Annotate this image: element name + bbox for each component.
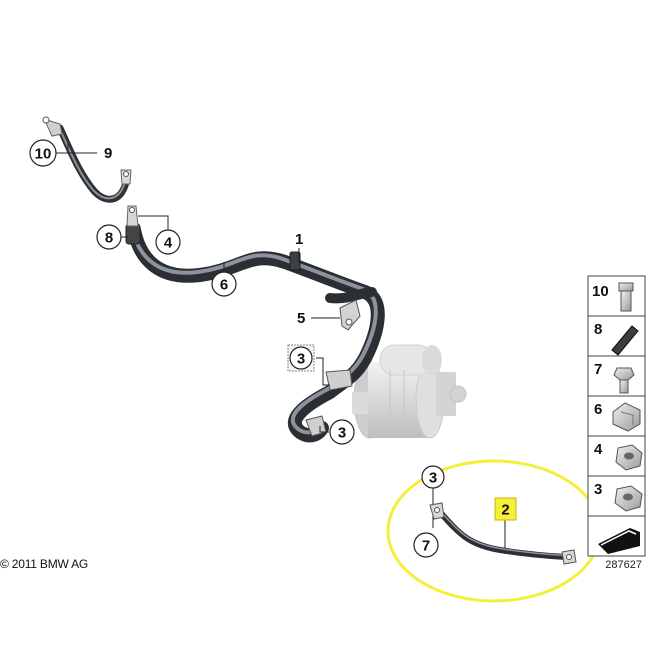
svg-text:6: 6 <box>220 277 228 294</box>
svg-text:3: 3 <box>297 351 305 368</box>
svg-text:10: 10 <box>592 283 609 300</box>
callout-1[interactable]: 1 <box>295 231 303 248</box>
diagram-id: 287627 <box>605 559 642 571</box>
svg-text:2: 2 <box>501 502 509 519</box>
nut-icon <box>615 444 643 471</box>
callout-3-upper[interactable]: 3 <box>287 344 315 372</box>
legend-item-6[interactable]: 6 <box>587 395 646 437</box>
callout-4[interactable]: 4 <box>155 229 181 255</box>
callout-3-lower[interactable]: 3 <box>329 419 355 445</box>
svg-text:6: 6 <box>594 401 602 418</box>
callout-8[interactable]: 8 <box>96 224 122 250</box>
legend-item-8[interactable]: 8 <box>587 315 646 357</box>
sleeve-icon <box>611 325 639 356</box>
svg-text:7: 7 <box>594 361 602 378</box>
legend-arrow-panel <box>587 515 646 557</box>
hex-nut-icon <box>614 485 643 512</box>
highlight-ring <box>386 459 602 603</box>
starter-motor <box>352 344 467 439</box>
cable-part-1 <box>125 205 385 443</box>
callout-10[interactable]: 10 <box>29 139 57 167</box>
callout-5[interactable]: 5 <box>297 310 305 327</box>
arrow-icon <box>598 528 640 554</box>
legend-item-10[interactable]: 10 <box>587 275 646 317</box>
callout-3-part2[interactable]: 3 <box>421 465 445 489</box>
svg-text:3: 3 <box>338 425 346 442</box>
rivet-nut-icon <box>618 282 634 312</box>
svg-text:3: 3 <box>429 470 437 487</box>
parts-legend: 10 8 7 6 <box>587 275 646 571</box>
clip-icon <box>612 402 641 432</box>
cable-part-9 <box>42 116 132 203</box>
cable-part-2 <box>429 502 577 565</box>
legend-item-3[interactable]: 3 <box>587 475 646 517</box>
callout-7[interactable]: 7 <box>413 532 439 558</box>
svg-text:7: 7 <box>422 538 430 555</box>
legend-item-4[interactable]: 4 <box>587 435 646 477</box>
bolt-icon <box>613 367 635 394</box>
legend-item-7[interactable]: 7 <box>587 355 646 397</box>
svg-text:4: 4 <box>164 235 173 252</box>
svg-text:3: 3 <box>594 481 602 498</box>
svg-text:8: 8 <box>105 230 113 247</box>
svg-text:10: 10 <box>35 146 52 163</box>
svg-text:4: 4 <box>594 441 603 458</box>
svg-text:8: 8 <box>594 321 602 338</box>
leader-lines <box>56 142 506 550</box>
callout-6[interactable]: 6 <box>211 271 237 297</box>
callout-2[interactable]: 2 <box>494 497 517 521</box>
callout-9[interactable]: 9 <box>104 145 112 162</box>
copyright-notice: © 2011 BMW AG <box>0 557 89 571</box>
